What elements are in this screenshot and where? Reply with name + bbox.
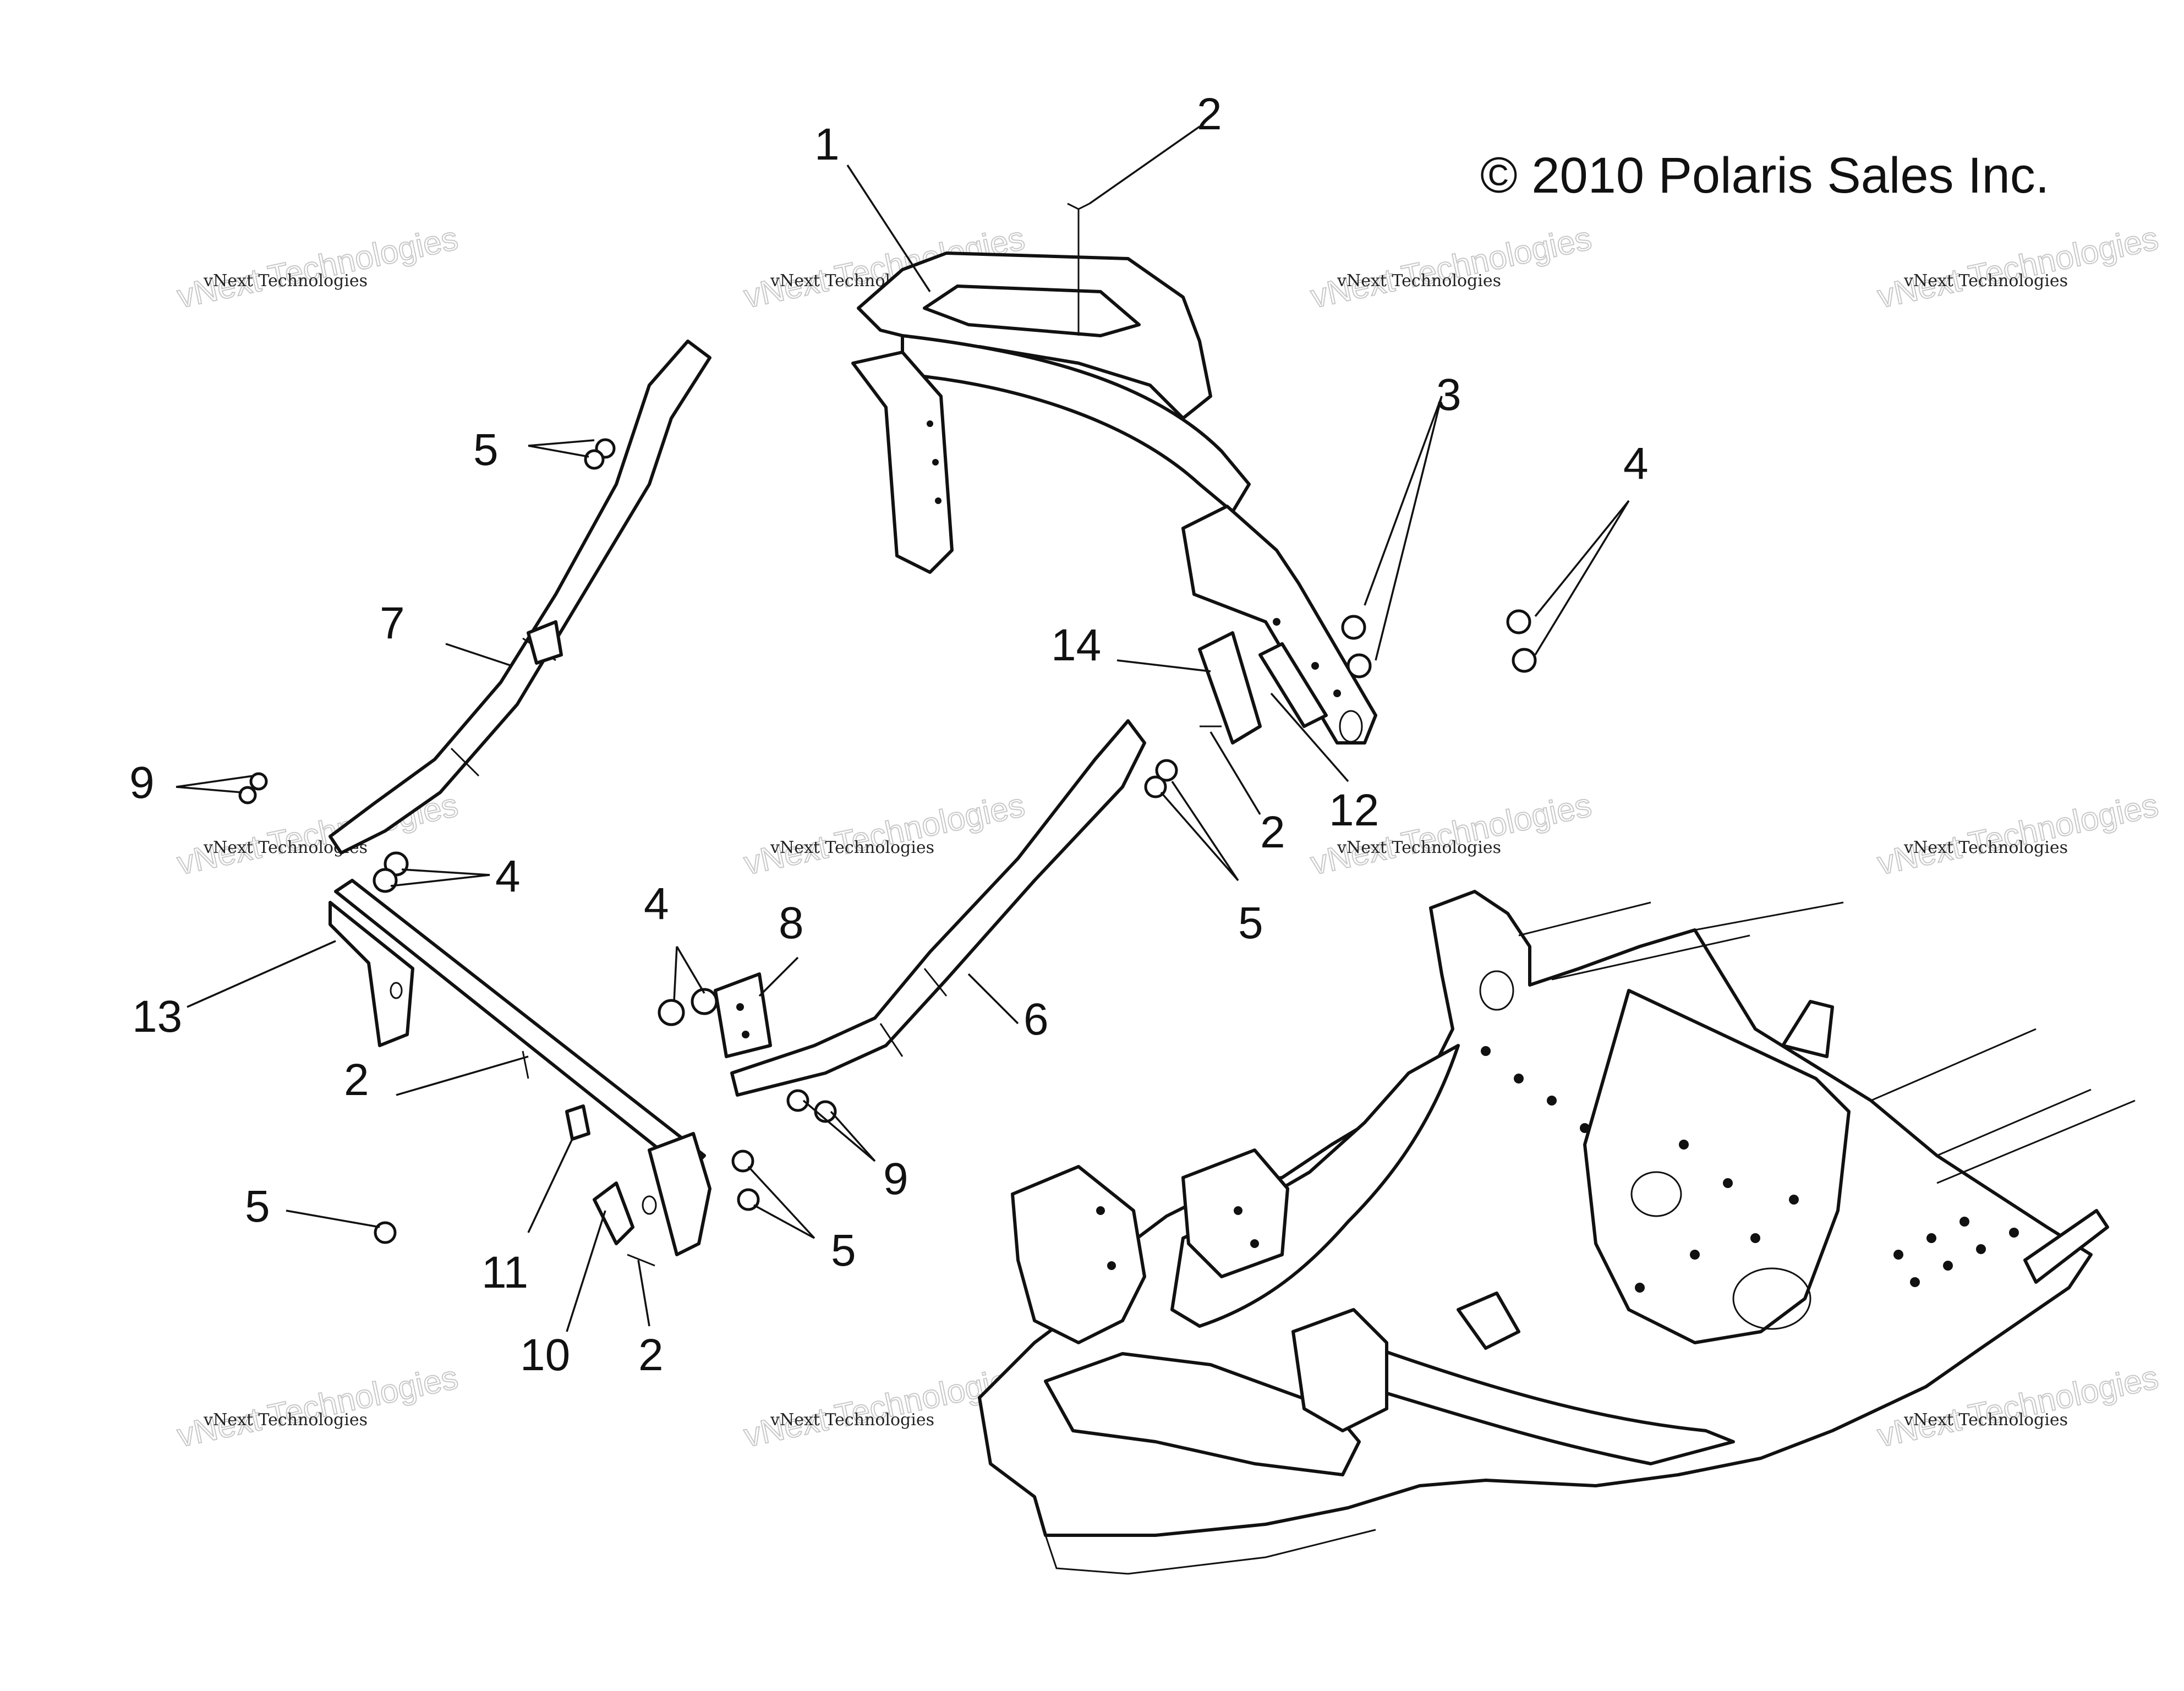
part-8-plate (714, 972, 772, 1058)
callout-2-right: 2 (1260, 807, 1285, 857)
leader-lines (176, 125, 1630, 1332)
callout-5-left: 5 (245, 1181, 270, 1232)
part-6-right-lower-tube (730, 719, 1146, 1097)
copyright-text: © 2010 Polaris Sales Inc. (1480, 147, 2049, 204)
callout-5-top: 5 (473, 425, 499, 475)
callout-5-center: 5 (831, 1225, 856, 1276)
part-13-lower-crossbar (329, 879, 711, 1256)
callout-5-right: 5 (1238, 898, 1263, 948)
callout-11: 11 (481, 1247, 528, 1298)
watermark: vNext Technologies vNext Technologies (1874, 219, 2162, 315)
callout-9-left: 9 (129, 758, 155, 808)
svg-text:vNext Technologies: vNext Technologies (1903, 1410, 2068, 1430)
svg-text:vNext Technologies: vNext Technologies (1874, 786, 2161, 882)
callout-6: 6 (1023, 994, 1049, 1044)
svg-text:vNext Technologies: vNext Technologies (1903, 271, 2068, 291)
svg-text:vNext Technologies: vNext Technologies (770, 838, 934, 857)
watermark: vNext Technologies vNext Technologies (1307, 219, 1595, 315)
part-11-clip (565, 1104, 590, 1141)
callout-labels: 1 2 2 2 2 3 4 4 4 5 5 5 5 6 7 8 9 9 10 1… (129, 89, 1649, 1380)
part-14-plate (1198, 631, 1262, 745)
svg-text:vNext Technologies: vNext Technologies (174, 220, 461, 315)
callout-7: 7 (380, 598, 405, 648)
callout-1: 1 (814, 119, 840, 169)
callout-9-right: 9 (883, 1154, 908, 1204)
callout-3: 3 (1436, 370, 1462, 420)
svg-text:vNext Technologies: vNext Technologies (1874, 220, 2161, 315)
callout-2-bottom: 2 (638, 1330, 664, 1380)
callout-4-left: 4 (495, 851, 521, 901)
callout-14: 14 (1051, 620, 1101, 670)
callout-12: 12 (1329, 785, 1379, 835)
svg-text:vNext Technologies: vNext Technologies (741, 786, 1028, 882)
watermark: vNext Technologies vNext Technologies (740, 786, 1028, 882)
callout-10: 10 (520, 1330, 570, 1380)
part-1-upper-frame-loop (851, 209, 1377, 745)
callout-8: 8 (779, 898, 804, 948)
part-7-left-upper-tube (329, 340, 711, 855)
svg-text:vNext Technologies: vNext Technologies (203, 271, 368, 291)
svg-text:vNext Technologies: vNext Technologies (770, 1410, 934, 1430)
watermark: vNext Technologies vNext Technologies (173, 219, 462, 315)
svg-text:vNext Technologies: vNext Technologies (1337, 838, 1501, 857)
svg-text:vNext Technologies: vNext Technologies (1903, 838, 2068, 857)
svg-text:vNext Technologies: vNext Technologies (174, 1359, 461, 1454)
callout-13: 13 (132, 992, 182, 1042)
hardware (238, 203, 1537, 1267)
svg-text:vNext Technologies: vNext Technologies (203, 1410, 368, 1430)
callout-2-left: 2 (344, 1055, 369, 1105)
watermark: vNext Technologies vNext Technologies (173, 1358, 462, 1454)
watermark: vNext Technologies vNext Technologies (1874, 786, 2162, 882)
chassis (978, 890, 2136, 1575)
part-12-plate (1258, 642, 1328, 728)
part-10-plate (593, 1181, 634, 1245)
callout-4-right: 4 (1623, 439, 1649, 489)
svg-text:vNext Technologies: vNext Technologies (1307, 220, 1595, 315)
svg-text:vNext Technologies: vNext Technologies (1337, 271, 1501, 291)
callout-2-top: 2 (1197, 89, 1222, 139)
callout-4-center: 4 (644, 879, 669, 929)
